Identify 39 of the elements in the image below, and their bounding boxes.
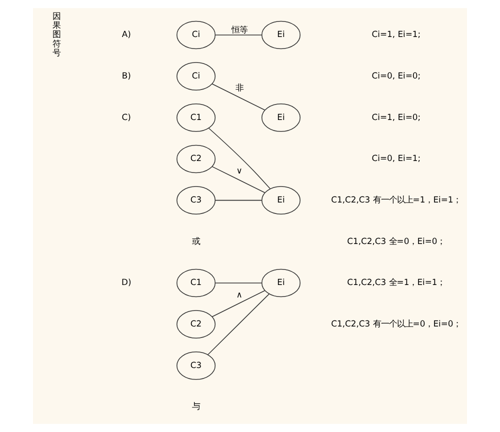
label: C): [122, 112, 131, 122]
label: D): [122, 277, 132, 288]
node-ellipse: Ei: [261, 20, 301, 50]
connector: [214, 200, 262, 201]
connector: [212, 166, 266, 194]
node-ellipse: C1: [176, 268, 216, 298]
node-ellipse: C2: [176, 144, 216, 174]
label: 或: [192, 236, 200, 246]
label: C1,C2,C3 全=0，Ei=0；: [347, 236, 446, 246]
label: Ci=0, Ei=0;: [372, 70, 421, 80]
edge-label: ∨: [236, 165, 242, 176]
connector: [208, 294, 270, 355]
label: Ci=0, Ei=1;: [372, 153, 421, 164]
label: C1,C2,C3 全=1，Ei=1；: [347, 277, 446, 288]
edge-label: 非: [235, 82, 244, 93]
node-ellipse: Ci: [176, 62, 216, 90]
label: Ci=1, Ei=0;: [372, 112, 421, 122]
connector: [214, 282, 262, 284]
label: 与: [192, 401, 200, 412]
node-ellipse: C2: [176, 310, 216, 338]
node-ellipse: C1: [176, 103, 216, 132]
label: A): [122, 29, 131, 40]
node-ellipse: C3: [176, 351, 216, 380]
connector: [212, 84, 266, 110]
node-ellipse: Ei: [261, 186, 301, 214]
connector: [208, 128, 270, 190]
connector: [212, 290, 266, 318]
node-ellipse: Ei: [261, 103, 301, 132]
edge-label: ∧: [236, 289, 242, 300]
label: B): [122, 70, 131, 80]
node-ellipse: Ei: [261, 268, 301, 298]
node-ellipse: C3: [176, 186, 216, 214]
label: Ci=1, Ei=1;: [372, 29, 421, 40]
node-ellipse: Ci: [176, 20, 216, 50]
connector: [214, 34, 262, 36]
edge-label: 恒等: [231, 24, 248, 35]
label: C1,C2,C3 有一个以上=0，Ei=0；: [331, 318, 462, 328]
label: 因果图符号: [52, 10, 61, 58]
label: C1,C2,C3 有一个以上=1，Ei=1；: [331, 194, 462, 204]
